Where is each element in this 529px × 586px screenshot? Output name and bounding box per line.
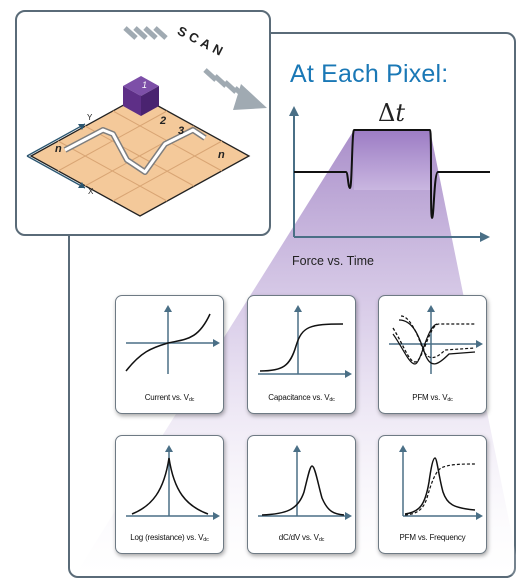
card-pfm-frequency: PFM vs. Frequency xyxy=(378,435,487,554)
force-caption: Force vs. Time xyxy=(292,254,374,268)
current-plot xyxy=(125,305,220,374)
voxel-cube: 1 xyxy=(123,76,159,116)
page-title: At Each Pixel: xyxy=(290,60,449,88)
scan-grid-diagram: SCAN Y X 1 2 3 n n xyxy=(26,23,267,217)
card-pfm-vdc: PFM vs. Vdc xyxy=(378,295,487,414)
force-trace xyxy=(294,129,490,220)
card-log-resistance: Log (resistance) vs. Vdc xyxy=(115,435,224,554)
axis-arrows xyxy=(26,123,86,189)
scan-label: SCAN xyxy=(175,23,229,60)
card-pfm-frequency-label: PFM vs. Frequency xyxy=(399,533,466,542)
dcdv-plot xyxy=(258,445,352,520)
axis-y-label: Y xyxy=(87,113,93,122)
delta-t-label: Δt xyxy=(378,99,405,127)
pfm-frequency-plot xyxy=(399,445,483,520)
card-current-label: Current vs. Vdc xyxy=(144,393,195,403)
pfm-vdc-plot xyxy=(389,305,483,374)
grid-n-left: n xyxy=(55,143,62,155)
grid-num-3: 3 xyxy=(178,125,184,137)
grid-num-2: 2 xyxy=(159,115,166,127)
grid-n-right: n xyxy=(218,149,225,161)
card-capacitance-label: Capacitance vs. Vdc xyxy=(268,393,335,403)
card-log-resistance-label: Log (resistance) vs. Vdc xyxy=(130,533,209,543)
x-arrow-icon xyxy=(480,232,490,242)
axis-x-label: X xyxy=(88,187,94,196)
capacitance-plot xyxy=(258,305,352,378)
force-vs-time-plot xyxy=(289,106,490,242)
y-arrow-icon xyxy=(289,106,299,116)
card-current: Current vs. Vdc xyxy=(115,295,224,414)
scan-arrow-icon xyxy=(123,26,267,110)
voxel-label: 1 xyxy=(142,80,147,90)
pulse-region xyxy=(354,130,430,190)
card-capacitance: Capacitance vs. Vdc xyxy=(247,295,356,414)
card-dcdv-label: dC/dV vs. Vdc xyxy=(278,533,325,543)
card-pfm-vdc-label: PFM vs. Vdc xyxy=(412,393,453,403)
card-dcdv: dC/dV vs. Vdc xyxy=(247,435,356,554)
log-resistance-plot xyxy=(126,445,220,520)
